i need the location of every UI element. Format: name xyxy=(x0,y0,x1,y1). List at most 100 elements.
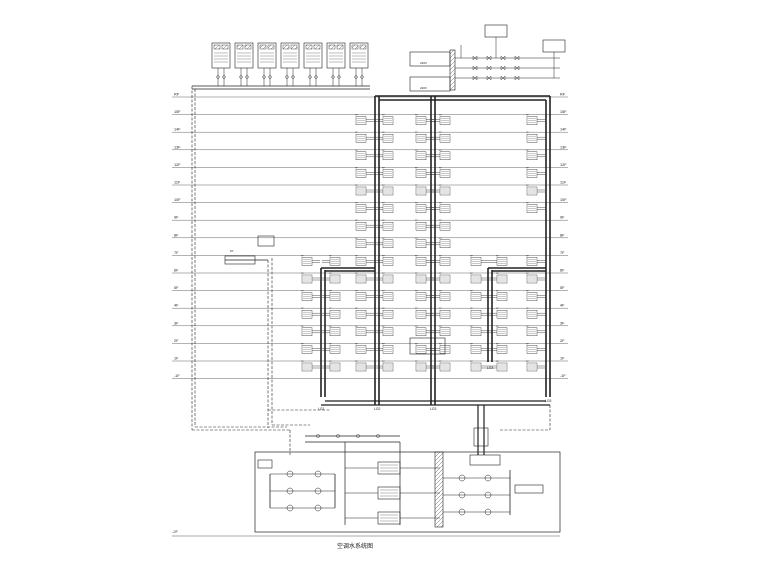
chiller-fan xyxy=(290,44,298,50)
floor-label-left: 10F xyxy=(174,198,181,202)
fan-coil-tag: FP xyxy=(415,343,418,345)
chiller-fan xyxy=(236,44,244,50)
floor-label-right: 14F xyxy=(560,128,567,132)
chiller-unit xyxy=(326,42,346,69)
fan-coil-tag: FP xyxy=(355,132,358,134)
fan-coil-tag: FP xyxy=(415,361,418,363)
chiller-fan xyxy=(351,44,359,50)
chiller-fan xyxy=(313,44,321,50)
valve-symbol xyxy=(472,65,478,71)
floor-label-left: 2F xyxy=(174,339,179,343)
chiller-unit xyxy=(349,42,369,69)
makeup-tank xyxy=(257,459,273,469)
pump-symbol xyxy=(458,474,466,482)
valve-symbol xyxy=(337,75,341,79)
valve-symbol xyxy=(308,75,312,79)
valve-symbol xyxy=(291,75,295,79)
floor-label-right: 2F xyxy=(560,339,565,343)
fan-coil-tag: FP xyxy=(355,326,358,328)
valve-symbol xyxy=(336,434,340,438)
valve-symbol xyxy=(486,75,492,81)
riser-tag-lg4: LG4 xyxy=(487,366,494,370)
fan-coil-tag: FP xyxy=(526,115,529,117)
fan-coil-tag: FP xyxy=(470,273,473,275)
fan-coil-tag: FP xyxy=(439,203,442,205)
fan-coil-tag: FP xyxy=(355,115,358,117)
floor-labels-right: RF15F14F13F12F11F10F9F8F7F6F5F4F3F2F1F-1… xyxy=(560,93,567,379)
riser-pipes xyxy=(320,95,551,455)
chiller-unit xyxy=(280,42,300,69)
fan-coil-tag: FP xyxy=(526,308,529,310)
pump-symbol xyxy=(286,504,294,512)
pump-symbol xyxy=(484,491,492,499)
fan-coil-tag: FP xyxy=(355,291,358,293)
valve-symbol xyxy=(514,55,520,61)
fan-coil-tag: FP xyxy=(415,238,418,240)
fan-coil-tag: FP xyxy=(329,326,332,328)
floor-label-left: 1F xyxy=(174,357,179,361)
floor-label-left: 15F xyxy=(174,110,181,114)
fan-coil-tag: FP xyxy=(470,326,473,328)
control-panel-1 xyxy=(409,51,451,67)
valve-symbol xyxy=(285,75,289,79)
floor-label-left: RF xyxy=(174,93,180,97)
valve-symbol xyxy=(360,75,364,79)
floor-label-right: RF xyxy=(560,93,566,97)
fan-coil-tag: FP xyxy=(382,220,385,222)
expansion-device xyxy=(473,427,489,447)
pump-symbol xyxy=(314,487,322,495)
floor-labels-left: RF15F14F13F12F11F10F9F8F7F6F5F4F3F2F1F-1… xyxy=(174,93,181,379)
valve-symbol xyxy=(354,75,358,79)
fan-coil-tag: FP xyxy=(382,167,385,169)
floor-label-left: 11F xyxy=(174,181,181,185)
fan-coil-tag: FP xyxy=(355,308,358,310)
fan-coil-tag: FP xyxy=(439,291,442,293)
pump-symbol xyxy=(314,504,322,512)
fan-coil-tag: FP xyxy=(301,308,304,310)
floor-label-left: 9F xyxy=(174,216,179,220)
floor-label-right: 7F xyxy=(560,251,565,255)
fan-coil-tag: FP xyxy=(470,291,473,293)
chiller-fan xyxy=(305,44,313,50)
chiller-unit xyxy=(234,42,254,69)
valve-symbol xyxy=(268,75,272,79)
fan-coil-tag: FP xyxy=(355,343,358,345)
fan-coil-tag: FP xyxy=(329,361,332,363)
pump-symbol xyxy=(458,491,466,499)
fan-coil-tag: FP xyxy=(439,167,442,169)
chiller-fan xyxy=(244,44,252,50)
valve-symbol xyxy=(500,75,506,81)
pump-symbol xyxy=(484,474,492,482)
fan-coil-tag: FP xyxy=(439,308,442,310)
floor-label-left: 8F xyxy=(174,233,179,237)
voltage-label: 220V xyxy=(420,86,427,90)
fan-coil-tag: FP xyxy=(439,150,442,152)
valve-symbol xyxy=(500,55,506,61)
fan-coil-tag: FP xyxy=(355,361,358,363)
fan-coil-tag: FP xyxy=(382,150,385,152)
valve-symbol xyxy=(222,75,226,79)
distribution-bar xyxy=(449,49,456,91)
pump-symbol xyxy=(286,487,294,495)
chiller-unit xyxy=(303,42,323,69)
fan-coil-tag: FP xyxy=(415,185,418,187)
fan-coil-tag: FP xyxy=(526,273,529,275)
fan-coil-tag: FP xyxy=(496,291,499,293)
valve-symbol xyxy=(316,434,320,438)
chiller-unit xyxy=(211,42,231,69)
pump-symbol xyxy=(314,470,322,478)
terminal-branches: FP FP FP FP FP FP FP FP FP FP FP FP FP FP FP FP FP FP FP FP… xyxy=(301,115,545,372)
valve-symbol xyxy=(262,75,266,79)
fan-coil-tag: FP xyxy=(382,238,385,240)
fan-coil-tag: FP xyxy=(496,308,499,310)
fan-coil-tag: FP xyxy=(415,291,418,293)
valve-symbol xyxy=(486,65,492,71)
fan-coil-tag: FP xyxy=(526,203,529,205)
fan-coil-tag: FP xyxy=(355,238,358,240)
fan-coil-tag: FP xyxy=(439,326,442,328)
pump-unit xyxy=(257,235,275,247)
fan-coil-tag: FP xyxy=(415,255,418,257)
valve-symbol xyxy=(514,65,520,71)
fan-coil-tag: FP xyxy=(382,132,385,134)
